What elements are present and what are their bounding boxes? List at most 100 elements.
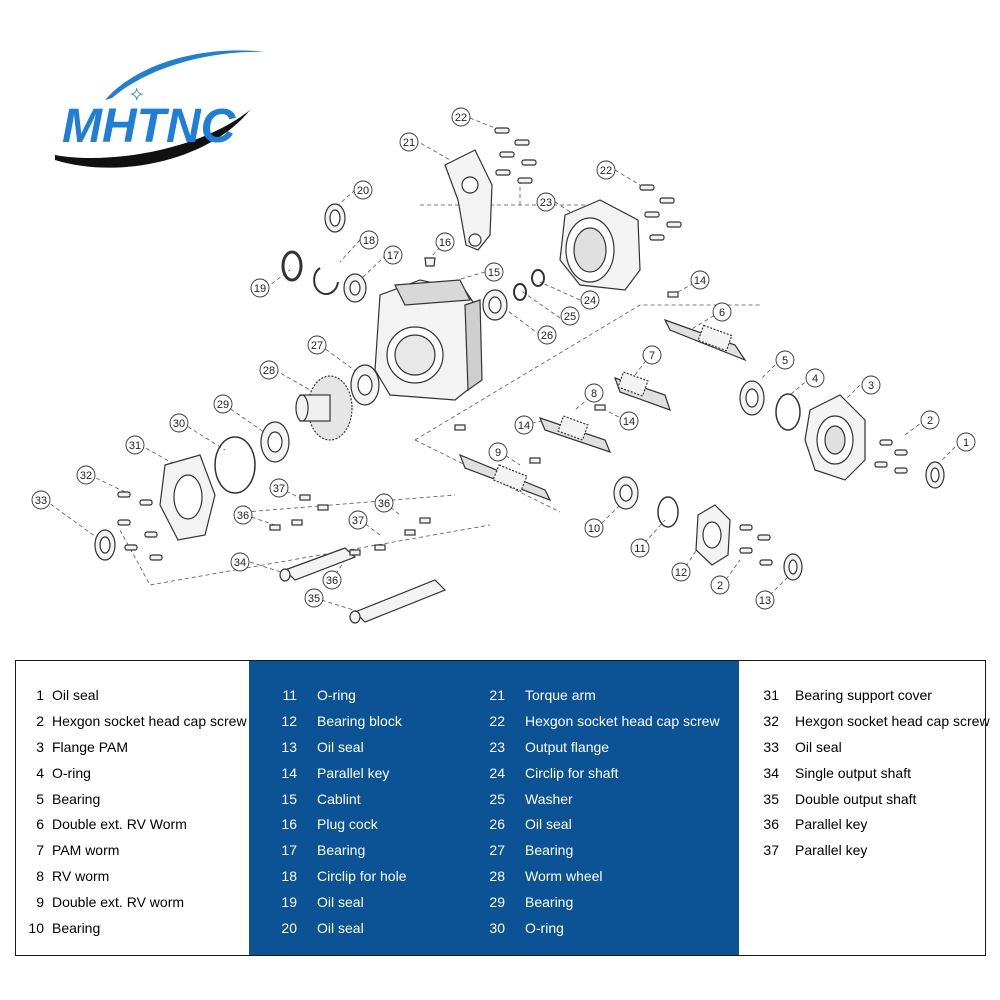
callout-circle [269, 478, 289, 498]
callout-circle [435, 232, 455, 252]
callout-number: 22 [455, 112, 467, 124]
part-number: 26 [489, 816, 505, 833]
callout-circle [584, 518, 604, 538]
callout-circle [514, 415, 534, 435]
callout-36: 36 [322, 570, 342, 590]
parts-row: 12 Bearing block [249, 712, 406, 738]
screw-cluster-22b [639, 184, 682, 241]
part-name: Parallel key [795, 842, 868, 859]
callout-circle [642, 345, 662, 365]
part-number: 36 [763, 816, 779, 833]
part-number: 17 [281, 842, 297, 859]
worm-wheel-28 [295, 375, 353, 441]
part-number: 25 [489, 790, 505, 807]
part-name: Oil seal [795, 738, 842, 755]
part-name: Bearing [525, 894, 574, 911]
part-number: 12 [281, 712, 297, 729]
callout-number: 18 [363, 235, 375, 247]
bearing-5 [739, 380, 765, 416]
part-number: 9 [36, 894, 44, 911]
callout-13: 13 [755, 590, 775, 610]
callout-3: 3 [861, 375, 881, 395]
part-number: 28 [489, 868, 505, 885]
callout-32: 32 [76, 465, 96, 485]
callout-24: 24 [580, 290, 600, 310]
circlip-18 [313, 267, 339, 296]
callout-18: 18 [359, 230, 379, 250]
oil-seal-33 [94, 529, 116, 561]
callout-circle [805, 368, 825, 388]
callout-17: 17 [383, 245, 403, 265]
oil-seal-19 [281, 250, 303, 282]
double-ext-rv-worm-6 [663, 318, 747, 362]
callout-circle [775, 350, 795, 370]
single-output-shaft-34 [279, 547, 357, 582]
mhtnc-logo: ✦ MHTNC [55, 50, 265, 168]
callout-1: 1 [956, 432, 976, 452]
screw-cluster-2b [739, 524, 773, 566]
logo-text: MHTNC [62, 100, 237, 153]
callout-16: 16 [435, 232, 455, 252]
part-name: Bearing [52, 790, 101, 807]
callout-number: 21 [403, 137, 415, 149]
callout-36: 36 [233, 505, 253, 525]
callout-circle [399, 132, 419, 152]
parts-row: 21 Torque arm [457, 686, 720, 712]
callout-circle [861, 375, 881, 395]
callout-circle [690, 270, 710, 290]
callout-number: 12 [675, 567, 687, 579]
callout-number: 36 [326, 575, 338, 587]
output-flange [559, 199, 641, 291]
callout-circle [31, 490, 51, 510]
part-number: 24 [489, 764, 505, 781]
callout-circle [353, 180, 373, 200]
callout-circle [956, 432, 976, 452]
callout-circle [596, 160, 616, 180]
part-name: Torque arm [525, 687, 596, 703]
gearbox-housing [374, 279, 483, 401]
o-ring-30 [214, 436, 256, 494]
callout-31: 31 [125, 435, 145, 455]
callout-9: 9 [488, 442, 508, 462]
callout-15: 15 [484, 262, 504, 282]
part-number: 29 [489, 894, 505, 911]
callout-22: 22 [451, 107, 471, 127]
part-name: Oil seal [52, 687, 99, 703]
part-number: 18 [281, 868, 297, 885]
oil-seal-1 [925, 461, 945, 489]
callout-number: 35 [308, 593, 320, 605]
callout-number: 7 [649, 350, 655, 362]
callout-8: 8 [584, 383, 604, 403]
part-name: Bearing block [317, 712, 402, 729]
callout-number: 5 [782, 355, 788, 367]
oil-seal-26 [482, 289, 508, 321]
part-number: 10 [28, 920, 44, 937]
callout-number: 3 [868, 380, 874, 392]
callout-34: 34 [230, 552, 250, 572]
oil-seal-20 [324, 203, 346, 233]
callout-number: 17 [387, 250, 399, 262]
callout-number: 11 [634, 543, 645, 555]
callout-37: 37 [348, 510, 368, 530]
callout-19: 19 [250, 278, 270, 298]
callout-circle [359, 230, 379, 250]
part-name: Bearing [317, 842, 366, 859]
callout-circle [233, 505, 253, 525]
callout-circle [307, 335, 327, 355]
callout-circle [630, 538, 650, 558]
washer-25 [513, 283, 527, 301]
part-name: Double ext. RV Worm [52, 816, 187, 833]
part-name: Hexgon socket head cap screw [525, 712, 720, 729]
callout-circle [671, 562, 691, 582]
part-number: 21 [489, 687, 505, 703]
